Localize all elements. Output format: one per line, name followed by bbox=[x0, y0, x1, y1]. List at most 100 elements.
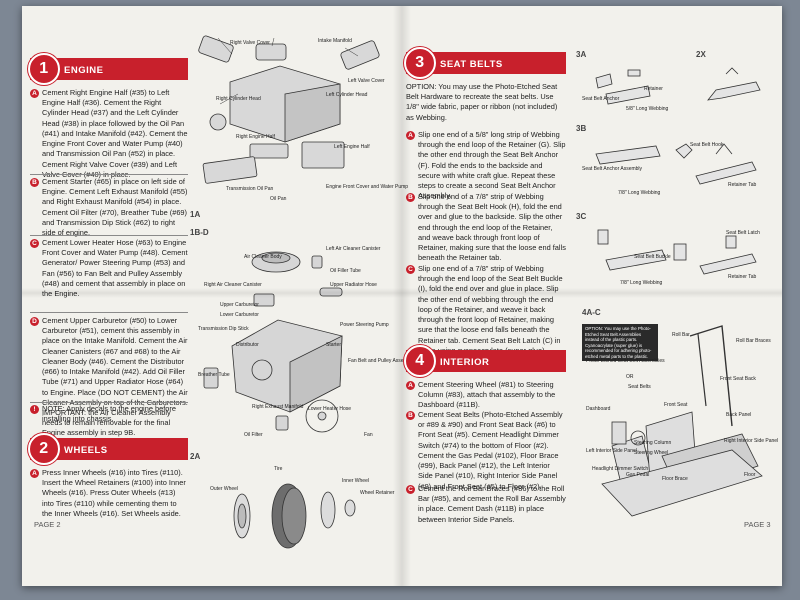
section-title: WHEELS bbox=[64, 445, 108, 456]
label-right-interior-side-panel: Right Interior Side Panel bbox=[724, 438, 779, 444]
label-left-engine-half: Left Engine Half bbox=[334, 144, 370, 150]
label-dashboard: Dashboard bbox=[586, 406, 611, 412]
label-webbing-7-8-c: 7/8" Long Webbing bbox=[620, 280, 663, 286]
figure-id-2x: 2X bbox=[696, 50, 706, 59]
figure-1a-engine-block bbox=[198, 35, 380, 184]
label-power-steering-pump: Power Steering Pump bbox=[340, 322, 389, 328]
label-air-cleaner-body: Air Cleaner Body bbox=[244, 254, 282, 260]
label-seat-belts: Seat Belts bbox=[628, 384, 651, 390]
label-left-interior-side-panel: Left Interior Side Panel bbox=[586, 448, 637, 454]
figure-id-2a: 2A bbox=[190, 452, 201, 461]
figure-4a-c-interior bbox=[601, 325, 763, 517]
figure-3b-seat-belt-hook bbox=[595, 143, 757, 185]
label-upper-carburetor: Upper Carburetor bbox=[220, 302, 259, 308]
figure-2a-wheels bbox=[233, 483, 356, 549]
section-title: ENGINE bbox=[64, 65, 104, 76]
figure-id-3c: 3C bbox=[576, 212, 587, 221]
section-number: 4 bbox=[404, 345, 436, 377]
label-roll-bar-braces: Roll Bar Braces bbox=[736, 338, 771, 344]
divider bbox=[30, 174, 188, 175]
label-left-air-cleaner-canister: Left Air Cleaner Canister bbox=[326, 246, 381, 252]
figure-id-1a: 1A bbox=[190, 210, 201, 219]
label-oil-filter: Oil Filter bbox=[244, 432, 263, 438]
label-right-valve-cover: Right Valve Cover bbox=[230, 40, 270, 46]
label-right-engine-half: Right Engine Half bbox=[236, 134, 275, 140]
label-front-seat: Front Seat bbox=[664, 402, 688, 408]
label-roll-bar: Roll Bar bbox=[672, 332, 690, 338]
label-retainer: Retainer bbox=[644, 86, 663, 92]
section-engine-header: 1 ENGINE bbox=[28, 53, 188, 85]
label-wheel-retainer: Wheel Retainer bbox=[360, 490, 395, 496]
label-outer-wheel: Outer Wheel bbox=[210, 486, 239, 492]
divider bbox=[30, 312, 188, 313]
section-interior-header: 4 INTERIOR bbox=[404, 345, 566, 377]
label-lower-carburetor: Lower Carburetor bbox=[220, 312, 259, 318]
label-intake-manifold: Intake Manifold bbox=[318, 38, 352, 44]
label-engine-front-cover: Engine Front Cover and Water Pump bbox=[326, 184, 409, 190]
option-note-box: OPTION: You may use the Photo-Etched Sea… bbox=[582, 324, 658, 361]
label-seat-belt-hook: Seat Belt Hook bbox=[690, 142, 724, 148]
label-fan: Fan bbox=[364, 432, 373, 438]
label-upper-radiator-hose: Upper Radiator Hose bbox=[330, 282, 377, 288]
label-floor: Floor bbox=[744, 472, 756, 478]
label-fan-belt-pulley: Fan Belt and Pulley Assembly bbox=[348, 358, 415, 364]
label-oil-pan: Oil Pan bbox=[270, 196, 287, 202]
figure-1b-d-engine-assembly bbox=[203, 251, 343, 433]
label-gas-pedal: Gas Pedal bbox=[626, 472, 650, 478]
section-number: 2 bbox=[28, 433, 60, 465]
figure-3c-seat-belt-buckle bbox=[597, 229, 757, 275]
label-webbing-7-8: 7/8" Long Webbing bbox=[618, 190, 661, 196]
figure-id-4a-c: 4A-C bbox=[582, 308, 601, 317]
label-headlight-dimmer-switch: Headlight Dimmer Switch bbox=[592, 466, 649, 472]
figure-id-3b: 3B bbox=[576, 124, 587, 133]
label-inner-wheel: Inner Wheel bbox=[342, 478, 369, 484]
label-tire: Tire bbox=[274, 466, 283, 472]
label-starter: Starter bbox=[326, 342, 342, 348]
label-photo-etched-seat-belt-assemblies: Photo-Etched Seat Belt Assemblies bbox=[586, 358, 665, 364]
label-left-valve-cover: Left Valve Cover bbox=[348, 78, 385, 84]
figure-id-3a: 3A bbox=[576, 50, 587, 59]
section-title: SEAT BELTS bbox=[440, 59, 503, 70]
section-seat-belts-header: 3 SEAT BELTS bbox=[404, 47, 566, 79]
label-retainer-tab: Retainer Tab bbox=[728, 182, 757, 188]
label-seat-belt-buckle: Seat Belt Buckle bbox=[634, 254, 671, 260]
label-oil-filler-tube: Oil Filler Tube bbox=[330, 268, 361, 274]
label-right-air-cleaner-canister: Right Air Cleaner Canister bbox=[204, 282, 262, 288]
figure-3a-seat-belt-anchor bbox=[595, 67, 761, 105]
label-right-exhaust-manifold: Right Exhaust Manifold bbox=[252, 404, 304, 410]
step-3-option: OPTION: You may use the Photo-Etched Sea… bbox=[406, 82, 558, 122]
section-number: 1 bbox=[28, 53, 60, 85]
label-lower-heater-hose: Lower Heater Hose bbox=[308, 406, 352, 412]
label-seat-belt-latch: Seat Belt Latch bbox=[726, 230, 760, 236]
section-title: INTERIOR bbox=[440, 357, 490, 368]
label-transmission-oil-pan: Transmission Oil Pan bbox=[226, 186, 274, 192]
label-floor-brace: Floor Brace bbox=[662, 476, 688, 482]
label-back-panel: Back Panel bbox=[726, 412, 752, 418]
right-page: 3 SEAT BELTS OPTION: You may use the Pho… bbox=[404, 20, 778, 580]
label-breather-tube: Breather Tube bbox=[198, 372, 230, 378]
label-right-cylinder-head: Right Cylinder Head bbox=[216, 96, 261, 102]
divider bbox=[30, 235, 188, 236]
figure-id-1b-d: 1B-D bbox=[190, 228, 209, 237]
label-transmission-dip-stick: Transmission Dip Stick bbox=[198, 326, 249, 332]
label-distributor: Distributor bbox=[236, 342, 259, 348]
label-seat-belt-anchor-assembly: Seat Belt Anchor Assembly bbox=[582, 166, 643, 172]
label-steering-wheel: Steering Wheel bbox=[634, 450, 669, 456]
label-steering-column: Steering Column bbox=[634, 440, 672, 446]
label-seat-belt-anchor: Seat Belt Anchor bbox=[582, 96, 620, 102]
label-or: OR bbox=[626, 374, 634, 380]
label-left-cylinder-head: Left Cylinder Head bbox=[326, 92, 368, 98]
page-number-right: PAGE 3 bbox=[744, 520, 771, 529]
section-wheels-header: 2 WHEELS bbox=[28, 433, 188, 465]
